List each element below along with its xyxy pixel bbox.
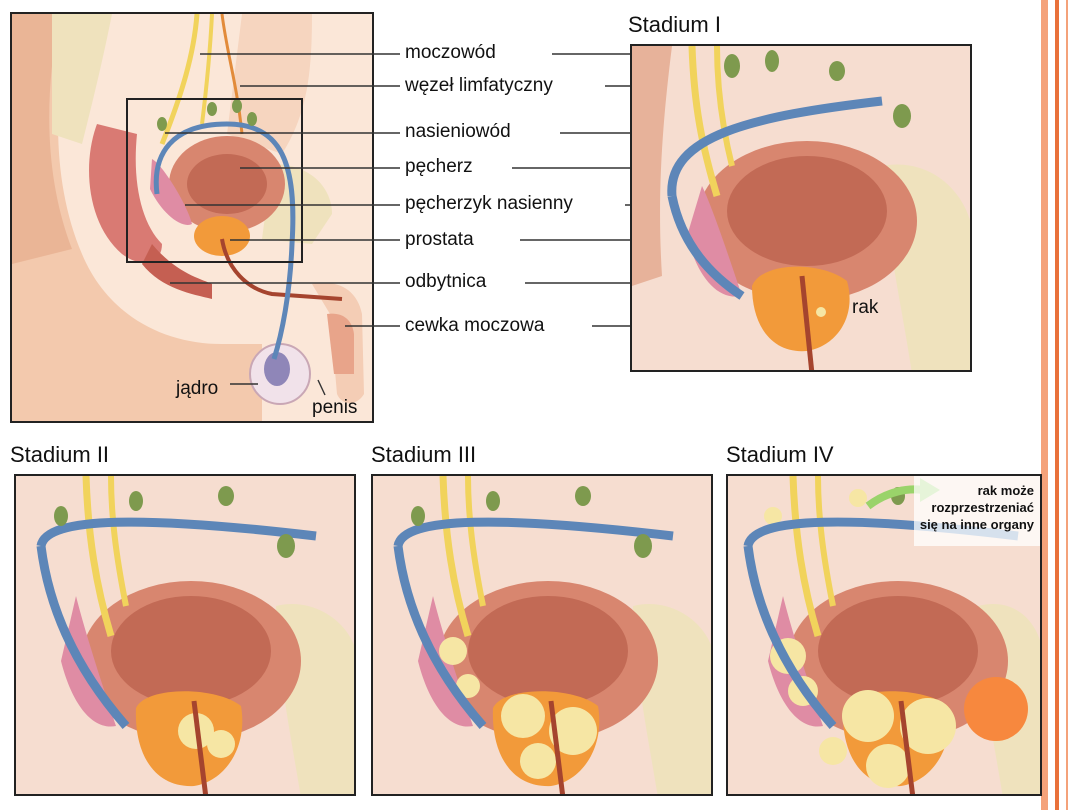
label-ureter: moczowód [405, 42, 496, 63]
label-rectum: odbytnica [405, 271, 487, 292]
label-penis: penis [312, 397, 358, 418]
label-testis: jądro [176, 378, 219, 399]
stage-4-panel: rak może rozprzestrzeniać się na inne or… [726, 474, 1042, 796]
spread-note-line-1: rak może [977, 483, 1034, 498]
stage-1-panel: rak [630, 44, 972, 372]
stage-4-illustration [743, 476, 1040, 794]
label-bladder: pęcherz [405, 156, 473, 177]
stage-3-title: Stadium III [371, 442, 477, 467]
accent-dot [964, 677, 1028, 741]
overview-illustration [12, 14, 364, 421]
stage-3-illustration [393, 476, 711, 794]
edge-stripe-thin [1066, 0, 1068, 810]
spread-note-line-2: rozprzestrzeniać [931, 500, 1034, 515]
stage-3-panel [371, 474, 713, 796]
overview-anatomy-panel: jądro penis [10, 12, 374, 423]
stage-2-illustration [36, 476, 354, 794]
stage-1-illustration [632, 46, 970, 370]
stage-1-title: Stadium I [628, 12, 721, 37]
label-lymph-node: węzeł limfatyczny [405, 75, 553, 96]
stage-4-title: Stadium IV [726, 442, 834, 467]
spread-note-line-3: się na inne organy [919, 517, 1034, 532]
stage-2-title: Stadium II [10, 442, 110, 467]
label-urethra: cewka moczowa [405, 315, 545, 336]
stage-2-panel [14, 474, 356, 796]
edge-stripe-outer [1041, 0, 1048, 810]
label-vas-deferens: nasieniowód [405, 121, 511, 142]
label-seminal-vesicle: pęcherzyk nasienny [405, 193, 573, 214]
spread-note: rak może rozprzestrzeniać się na inne or… [920, 482, 1034, 533]
edge-stripe-inner [1055, 0, 1059, 810]
label-cancer: rak [852, 297, 879, 318]
label-prostate: prostata [405, 229, 474, 250]
